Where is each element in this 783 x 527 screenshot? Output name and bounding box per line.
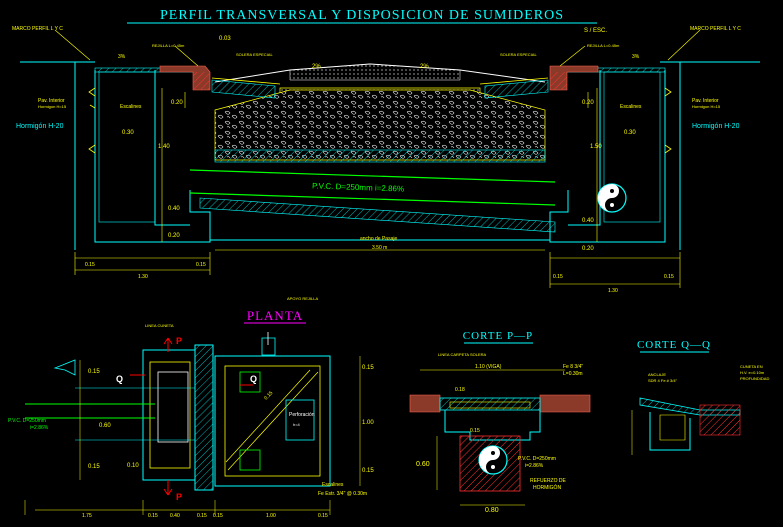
dim-bottom-left-1: 0.15: [85, 262, 95, 268]
corte-qq-cuneta-sub2: PROFUNDIDAD: [740, 376, 769, 381]
label-escalines-left: Escalines: [120, 104, 142, 110]
dim-bottom-right-2: 0.15: [664, 274, 674, 280]
label-pav-left-sub: Hormigon H=15: [38, 104, 67, 109]
corte-pp-pvc: P.V.C. D=250mm: [518, 456, 556, 462]
label-pav-right-sub: Hormigon H=15: [692, 104, 721, 109]
corte-pp-refuerzo-sub: HORMIGÓN: [533, 484, 561, 491]
dim-bottom-left-2: 0.15: [196, 262, 206, 268]
label-ancho: ancho de Pasaje: [360, 236, 397, 242]
planta-perforacion-sub: h=4: [293, 422, 301, 427]
dim-020b-left: 0.20: [168, 233, 180, 239]
dim-040-left: 0.40: [168, 206, 180, 212]
label-apoyo: APOYO REJILLA: [287, 296, 318, 301]
dim-020-right: 0.20: [582, 100, 594, 106]
planta-fe: Fe Estr. 3/4" @ 0.30m: [318, 491, 367, 497]
planta-label-tapa: LINEA CUNETA: [145, 323, 174, 328]
corte-qq-title: CORTE Q—Q: [637, 339, 711, 351]
dim-top-gap: 0.03: [219, 36, 231, 42]
corte-pp-dim-015: 0.15: [470, 428, 480, 434]
planta-dim-015-tr: 0.15: [362, 365, 374, 371]
corte-pp-dim-080: 0.80: [485, 507, 499, 514]
planta-dim-060: 0.60: [99, 423, 111, 429]
label-marco-left: MARCO PERFIL L Y C: [12, 26, 63, 32]
corte-pp-title: CORTE P—P: [463, 330, 533, 342]
corte-qq-cuneta: CUNETA EN: [740, 364, 763, 369]
cross-section: [20, 29, 760, 288]
planta-label-Q-right: Q: [250, 374, 257, 384]
dim-030-right: 0.30: [624, 130, 636, 136]
corte-pp-dim-18: 0.18: [455, 387, 465, 393]
corte-qq-anclaje-sub: SDR 4 Fe # 3/4": [648, 378, 678, 383]
planta-dim-b6: 1.00: [266, 513, 276, 519]
planta-dim-b5: 0.15: [213, 513, 223, 519]
dim-bottom-right-1: 0.15: [553, 274, 563, 280]
planta-diag: 0.15: [263, 390, 274, 401]
planta-dim-b2: 0.15: [148, 513, 158, 519]
label-road-pct-left: 2%: [312, 64, 321, 70]
label-road-pct-right: 2%: [420, 64, 429, 70]
label-rejilla-left: REJILLA L=0.45m: [152, 43, 185, 48]
planta-dim-010: 0.10: [127, 463, 139, 469]
corte-pp-dim-060: 0.60: [416, 461, 430, 468]
planta-dim-b1: 1.75: [82, 513, 92, 519]
corte-pp-pvc-slope: i=2.86%: [525, 463, 544, 469]
dim-020b-right: 0.20: [582, 246, 594, 252]
label-hormigon-left: Hormigón H-20: [16, 123, 64, 130]
label-ancho-val: 3.50 m: [372, 245, 387, 251]
label-rejilla-right: REJILLA L=0.45m: [587, 43, 620, 48]
label-marco-right: MARCO PERFIL L Y C: [690, 26, 741, 32]
label-pav-right: Pav. Interior: [692, 98, 719, 104]
label-pct-right: 3%: [632, 54, 640, 60]
planta-drawing: [24, 332, 361, 515]
dim-020-left: 0.20: [171, 100, 183, 106]
planta-pvc-slope: i=2.86%: [30, 425, 49, 431]
dim-030-left: 0.30: [122, 130, 134, 136]
planta-dim-015-bl: 0.15: [88, 464, 100, 470]
label-hormigon-right: Hormigón H-20: [692, 123, 740, 130]
corte-pp-dim-top: 1.10 (VIGA): [475, 364, 502, 370]
planta-dim-b7: 0.15: [318, 513, 328, 519]
planta-escalines: Escalines: [322, 482, 344, 488]
planta-pvc: P.V.C. D=250mm: [8, 418, 46, 424]
planta-dim-015-br: 0.15: [362, 468, 374, 474]
dim-total-left: 1.30: [138, 274, 148, 280]
planta-dim-b4: 0.15: [197, 513, 207, 519]
planta-perforacion: Perforación: [289, 412, 315, 418]
label-pvc-section: P.V.C. D=250mm i=2.86%: [312, 181, 404, 193]
label-cordon-right: SOLERA ESPECIAL: [500, 52, 537, 57]
label-cordon-left: SOLERA ESPECIAL: [236, 52, 273, 57]
planta-label-P-top: P: [176, 336, 182, 346]
planta-label-P-bottom: P: [176, 492, 182, 502]
corte-qq-drawing: [631, 397, 741, 455]
dim-total-right: 1.30: [608, 288, 618, 294]
corte-qq-anclaje: ANCLAJE: [648, 372, 666, 377]
corte-pp-refuerzo: REFUERZO DE: [530, 478, 567, 484]
corte-pp-drawing: [409, 369, 591, 506]
label-pct-left: 3%: [118, 54, 126, 60]
label-pav-left: Pav. Interior: [38, 98, 65, 104]
corte-pp-fe: Fe 8 3/4": [563, 364, 583, 370]
corte-pp-linea: LINEA CARPETA SOLERA: [438, 352, 486, 357]
corte-pp-fe-sub: L=0.30m: [563, 371, 583, 377]
planta-dim-b3: 0.40: [170, 513, 180, 519]
planta-dim-100: 1.00: [362, 420, 374, 426]
drawing-title: PERFIL TRANSVERSAL Y DISPOSICION DE SUMI…: [160, 8, 564, 23]
dim-040-right: 0.40: [582, 218, 594, 224]
planta-label-Q-left: Q: [116, 374, 123, 384]
dim-140: 1.40: [158, 144, 170, 150]
label-escalines-right: Escalines: [620, 104, 642, 110]
scale-label: S / ESC.: [584, 28, 607, 34]
planta-title: PLANTA: [247, 308, 303, 323]
corte-qq-cuneta-sub: H.V. e=0.10m: [740, 370, 765, 375]
planta-dim-015-tl: 0.15: [88, 369, 100, 375]
dim-150: 1.50: [590, 144, 602, 150]
